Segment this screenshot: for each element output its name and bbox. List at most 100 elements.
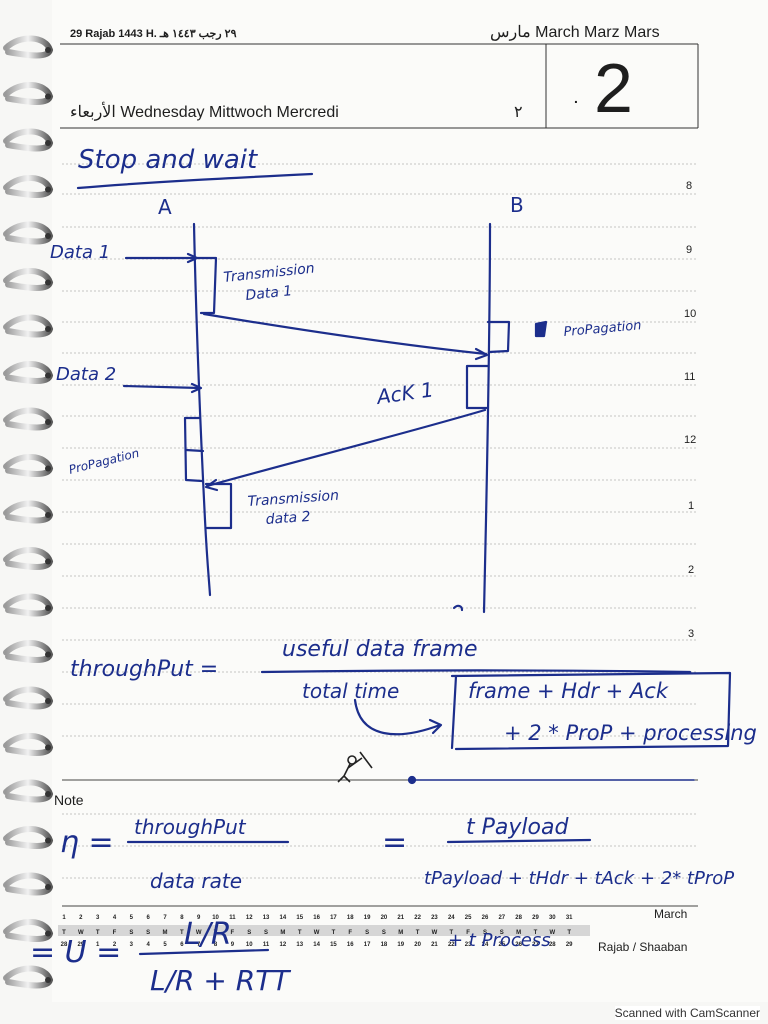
binding-hole (45, 791, 51, 797)
mini-calendar-weekday: M (280, 930, 285, 936)
mini-calendar-day: 30 (549, 915, 556, 921)
day-number: 2 (594, 49, 633, 127)
hijri-date: 29 Rajab 1443 H. ٢٩ رجب ١٤٤٣ هـ (70, 28, 237, 40)
planner-paper (52, 0, 768, 1002)
title-underline (76, 172, 314, 190)
u-numerator: L/R (184, 917, 232, 952)
binding-hole (45, 279, 51, 286)
ack-box (465, 364, 490, 410)
mini-calendar-weekday: W (432, 930, 438, 936)
mini-calendar-hijri-day: 21 (431, 942, 438, 948)
binding-hole (45, 186, 51, 193)
mini-calendar-weekday: T (214, 930, 218, 936)
mini-calendar-day: 4 (113, 915, 117, 921)
mini-calendar-weekday: F (348, 930, 352, 936)
binding-hole (45, 140, 51, 146)
fraction-line (260, 669, 692, 674)
data2-label: Data 2 (56, 364, 116, 385)
mini-calendar-hijri-day: 26 (515, 942, 522, 948)
throughput-label: throughPut = (70, 657, 218, 682)
transmission-box-1 (195, 256, 218, 315)
eta-symbol: η = (60, 825, 114, 860)
bracket-frame (450, 671, 732, 751)
hour-label: 3 (688, 628, 695, 640)
mini-calendar-weekday: T (416, 930, 420, 936)
mini-calendar-hijri-day: 2 (113, 942, 117, 948)
propagation-left-label: ProPagation (67, 446, 140, 477)
mini-calendar-weekday: F (113, 930, 117, 936)
denominator-terms: tPayload + tHdr + tAck + 2* tProP (424, 868, 734, 889)
mini-calendar-hijri-day: 6 (180, 942, 184, 948)
mini-calendar-weekday: S (264, 930, 268, 936)
transmission1-line1: Transmission (223, 261, 316, 286)
mini-calendar-day: 31 (566, 915, 573, 921)
mini-calendar-day: 26 (482, 915, 489, 921)
mini-calendar-day: 1 (62, 915, 66, 921)
mini-calendar-weekday: T (332, 930, 336, 936)
mini-calendar-day: 21 (397, 915, 404, 921)
timeline-a (192, 222, 212, 597)
eta-numerator: throughPut (134, 815, 247, 839)
mini-calendar-day: 17 (330, 915, 337, 921)
mini-calendar-hijri-day: 12 (280, 942, 287, 948)
mini-calendar-weekday: S (483, 930, 487, 936)
node-a-label: A (158, 195, 172, 219)
mini-calendar-hijri-day: 15 (330, 942, 337, 948)
mini-calendar-day: 10 (212, 915, 219, 921)
mini-calendar-weekday: F (231, 930, 235, 936)
binding-hole (45, 93, 51, 100)
bracket-left (450, 674, 458, 750)
mini-calendar-weekday: T (567, 930, 571, 936)
mini-calendar-hijri: Rajab / Shaaban (598, 940, 688, 954)
hour-label: 8 (686, 180, 693, 192)
binding-hole (45, 930, 51, 937)
mini-calendar-hijri-day: 25 (498, 942, 505, 948)
mini-calendar-weekday: S (365, 930, 369, 936)
binding-hole (45, 698, 51, 704)
mini-calendar-hijri-day: 9 (231, 942, 235, 948)
mini-calendar-hijri-day: 5 (163, 942, 167, 948)
mini-calendar-weekday: T (62, 930, 66, 936)
mini-calendar-hijri-day: 13 (296, 942, 303, 948)
mini-calendar-day: 28 (515, 915, 522, 921)
mini-calendar-hijri-day: 24 (482, 942, 489, 948)
mini-calendar-weekday: M (163, 930, 168, 936)
weekday-names: الأربعاء Wednesday Mittwoch Mercredi (70, 104, 339, 121)
u-equation: = U = (30, 935, 121, 970)
mini-calendar-weekday: S (129, 930, 133, 936)
mini-calendar-day: 18 (347, 915, 354, 921)
node-b-label: B (510, 193, 524, 217)
binding-hole (45, 744, 51, 751)
binding-hole (45, 512, 51, 518)
mini-calendar-day: 22 (414, 915, 421, 921)
binding-hole (45, 326, 51, 332)
plus-t-process: + t Process (448, 930, 551, 951)
mini-calendar-weekday: S (146, 930, 150, 936)
mini-calendar-weekday: S (382, 930, 386, 936)
mini-calendar-hijri-day: 27 (532, 942, 539, 948)
mini-calendar-day: 2 (79, 915, 83, 921)
bracket-line1: frame + Hdr + Ack (468, 679, 669, 703)
mini-calendar-day: 16 (313, 915, 320, 921)
curved-arrow (353, 698, 442, 736)
mini-calendar-weekday: T (534, 930, 538, 936)
arabic-day: ٢ (514, 104, 523, 121)
mini-calendar-hijri-day: 22 (448, 942, 455, 948)
mini-calendar-weekday: T (449, 930, 453, 936)
mini-calendar-hijri-day: 7 (197, 942, 201, 948)
hour-label: 9 (686, 244, 693, 256)
mini-calendar-hijri-day: 14 (313, 942, 320, 948)
mini-calendar-hijri-day: 1 (96, 942, 100, 948)
binding-hole (45, 372, 51, 379)
mini-calendar-hijri-day: 29 (77, 942, 84, 948)
spiral-binding (3, 35, 54, 989)
binding-hole (45, 605, 51, 611)
mini-calendar-hijri-day: 17 (364, 942, 371, 948)
mini-calendar-hijri-day: 10 (246, 942, 253, 948)
mini-calendar-weekday: F (466, 930, 470, 936)
transmission2-line1: Transmission (247, 488, 339, 510)
mini-calendar-day: 12 (246, 915, 253, 921)
transmission1-line2: Data 1 (245, 283, 293, 304)
binding-hole (45, 884, 51, 890)
propagation-box-a (183, 416, 204, 483)
